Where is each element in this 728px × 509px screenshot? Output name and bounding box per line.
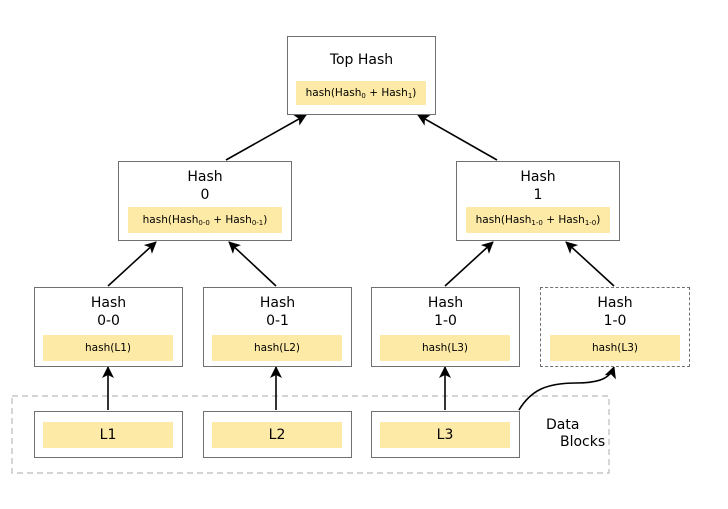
hash-0-1-function: hash(L2) — [212, 335, 342, 361]
data-block-l1: L1 — [34, 411, 183, 458]
hash-1-title-line2: 1 — [533, 187, 543, 203]
data-block-l2-label: L2 — [212, 422, 342, 448]
top-hash-function: hash(Hash0 + Hash1) — [296, 81, 426, 105]
arrow-hash00-to-hash0 — [107, 241, 157, 287]
hash-0-1-title-line2: 0-1 — [266, 313, 289, 329]
arrow-hash10-to-hash1 — [444, 241, 494, 287]
hash-1-0-duplicate-node: Hash 1-0 hash(L3) — [540, 287, 690, 367]
hash-0-node: Hash 0 hash(Hash0-0 + Hash0-1) — [118, 161, 292, 241]
hash-1-function: hash(Hash1-0 + Hash1-0) — [466, 207, 610, 233]
hash-0-0-title-line1: Hash — [90, 295, 127, 311]
data-block-l3: L3 — [371, 411, 520, 458]
arrow-hash10b-to-hash1 — [565, 241, 615, 287]
hash-0-title-line2: 0 — [200, 187, 210, 203]
hash-0-1-title-line1: Hash — [259, 295, 296, 311]
data-block-l1-label: L1 — [43, 422, 173, 448]
hash-1-0-duplicate-title-line1: Hash — [597, 295, 633, 311]
hash-1-0-function: hash(L3) — [380, 335, 510, 361]
hash-0-function: hash(Hash0-0 + Hash0-1) — [128, 207, 282, 233]
arrow-hash01-to-hash0 — [228, 241, 277, 287]
hash-1-0-duplicate-function: hash(L3) — [550, 335, 680, 361]
hash-1-title-line1: Hash — [520, 169, 556, 185]
arrow-l3-to-hash10b — [518, 366, 616, 411]
top-hash-title: Top Hash — [329, 52, 394, 68]
hash-1-node: Hash 1 hash(Hash1-0 + Hash1-0) — [456, 161, 620, 241]
hash-0-0-function: hash(L1) — [43, 335, 173, 361]
data-blocks-label-line2: Blocks — [560, 434, 606, 450]
hash-1-0-title-line1: Hash — [427, 295, 464, 311]
hash-1-0-title-line2: 1-0 — [434, 313, 457, 329]
hash-0-1-node: Hash 0-1 hash(L2) — [203, 287, 352, 367]
hash-0-0-node: Hash 0-0 hash(L1) — [34, 287, 183, 367]
hash-1-0-node: Hash 1-0 hash(L3) — [371, 287, 520, 367]
data-block-l3-label: L3 — [380, 422, 510, 448]
data-block-l2: L2 — [203, 411, 352, 458]
hash-0-title-line1: Hash — [187, 169, 223, 185]
arrow-hash1-to-top — [417, 114, 498, 161]
hash-1-0-duplicate-title-line2: 1-0 — [603, 313, 627, 329]
arrow-hash0-to-top — [225, 114, 307, 161]
top-hash-node: Top Hash hash(Hash0 + Hash1) — [287, 36, 436, 115]
hash-0-0-title-line2: 0-0 — [97, 313, 120, 329]
data-blocks-group-outline — [11, 395, 610, 474]
data-blocks-label-line1: Data — [546, 417, 580, 433]
